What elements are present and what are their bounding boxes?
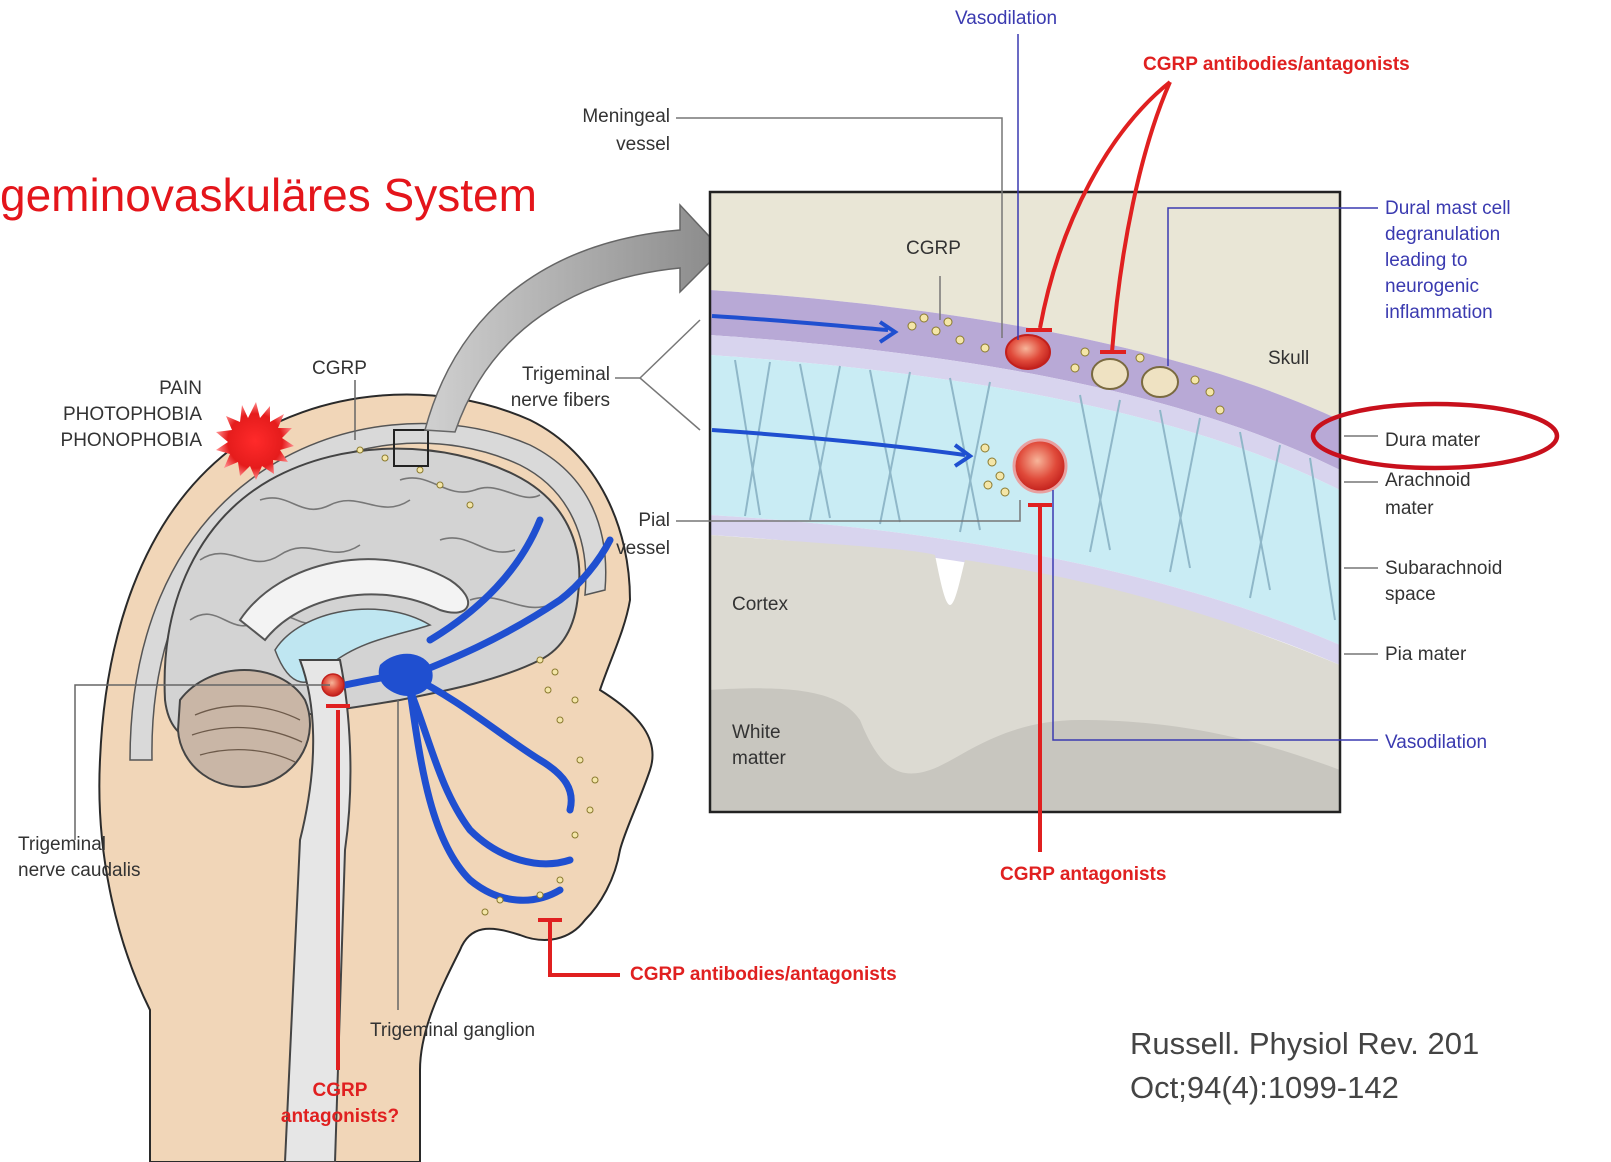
meningeal-vessel <box>1006 335 1050 369</box>
citation-line-1: Russell. Physiol Rev. 201 <box>1130 1022 1479 1066</box>
label-mast-cell-1: Dural mast cell <box>1385 196 1511 221</box>
label-cgrp-antagonists-q-1: CGRP <box>300 1078 380 1103</box>
label-mast-cell-5: inflammation <box>1385 300 1493 325</box>
slide-title: geminovaskuläres System <box>0 168 537 222</box>
label-trigeminal-fibers-1: Trigeminal <box>450 362 610 387</box>
label-meningeal-vessel-2: vessel <box>520 132 670 157</box>
label-cgrp-antagonists: CGRP antagonists <box>1000 862 1166 887</box>
label-trigeminal-caudalis-2: nerve caudalis <box>18 858 141 883</box>
label-skull: Skull <box>1268 346 1309 371</box>
label-trigeminal-caudalis-1: Trigeminal <box>18 832 106 857</box>
label-cgrp-antibodies-bottom: CGRP antibodies/antagonists <box>630 962 897 987</box>
label-mast-cell-4: neurogenic <box>1385 274 1479 299</box>
label-white-matter-2: matter <box>732 746 786 771</box>
label-subarachnoid-1: Subarachnoid <box>1385 556 1502 581</box>
inset-box <box>710 192 1340 812</box>
label-pial-vessel-1: Pial <box>560 508 670 533</box>
label-subarachnoid-2: space <box>1385 582 1436 607</box>
label-pial-vessel-2: vessel <box>560 536 670 561</box>
label-pain: PAIN <box>150 376 202 401</box>
citation: Russell. Physiol Rev. 201 Oct;94(4):1099… <box>1130 1022 1479 1110</box>
label-phonophobia: PHONOPHOBIA <box>10 428 202 453</box>
label-cortex: Cortex <box>732 592 788 617</box>
label-meningeal-vessel-1: Meningeal <box>520 104 670 129</box>
mast-cell-2 <box>1142 367 1178 397</box>
mast-cell-1 <box>1092 359 1128 389</box>
label-cgrp-antibodies-top: CGRP antibodies/antagonists <box>1143 52 1410 77</box>
label-photophobia: PHOTOPHOBIA <box>10 402 202 427</box>
label-white-matter-1: White <box>732 720 781 745</box>
pial-vessel <box>1014 440 1066 492</box>
citation-line-2: Oct;94(4):1099-142 <box>1130 1066 1479 1110</box>
label-vasodilation-right: Vasodilation <box>1385 730 1487 755</box>
label-mast-cell-2: degranulation <box>1385 222 1500 247</box>
label-cgrp-inset: CGRP <box>906 236 961 261</box>
label-arachnoid-2: mater <box>1385 496 1434 521</box>
label-cgrp-antagonists-q-2: antagonists? <box>260 1104 420 1129</box>
label-cgrp-head: CGRP <box>312 356 367 381</box>
label-arachnoid-1: Arachnoid <box>1385 468 1471 493</box>
label-pia-mater: Pia mater <box>1385 642 1466 667</box>
label-trigeminal-fibers-2: nerve fibers <box>450 388 610 413</box>
label-mast-cell-3: leading to <box>1385 248 1467 273</box>
cerebellum <box>178 670 310 787</box>
label-dura-mater: Dura mater <box>1385 428 1480 453</box>
label-vasodilation-top: Vasodilation <box>955 6 1057 31</box>
label-trigeminal-ganglion: Trigeminal ganglion <box>370 1018 535 1043</box>
